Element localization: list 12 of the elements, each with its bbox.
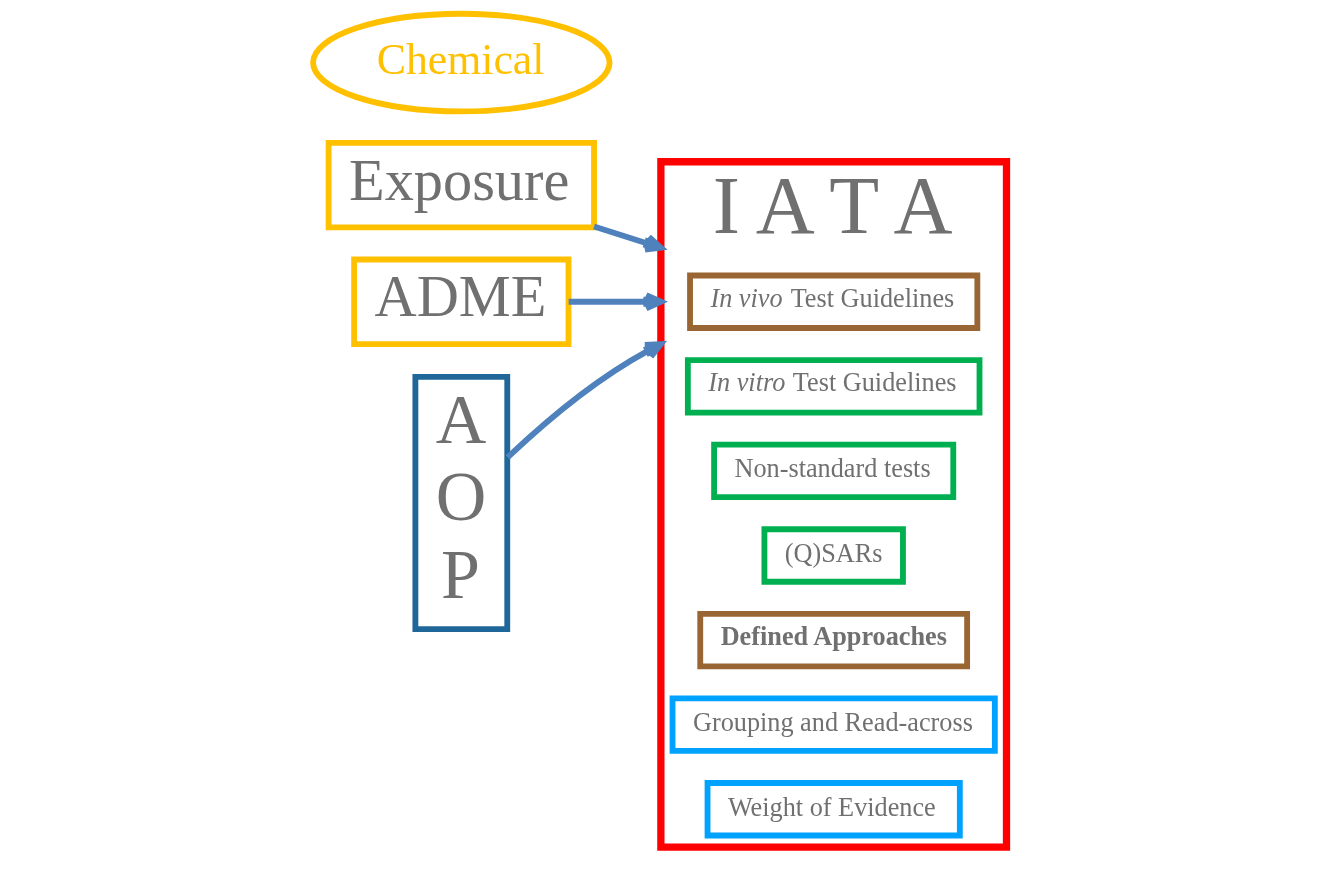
node-box: Grouping and Read-across: [669, 695, 998, 754]
node-box: (Q)SARs: [761, 526, 906, 585]
node-ellipse: Chemical: [309, 10, 612, 115]
node-box: Non-standard tests: [710, 441, 956, 501]
arrow: [505, 341, 664, 460]
node-box: Defined Approaches: [696, 610, 970, 670]
node-box: Exposure: [325, 139, 597, 231]
node-box: In vivo Test Guidelines: [686, 272, 980, 331]
node-box: In vitro Test Guidelines: [684, 357, 982, 416]
node-box: A O P: [411, 373, 510, 633]
node-box: ADME: [350, 256, 571, 347]
node-box: Weight of Evidence: [704, 780, 963, 839]
